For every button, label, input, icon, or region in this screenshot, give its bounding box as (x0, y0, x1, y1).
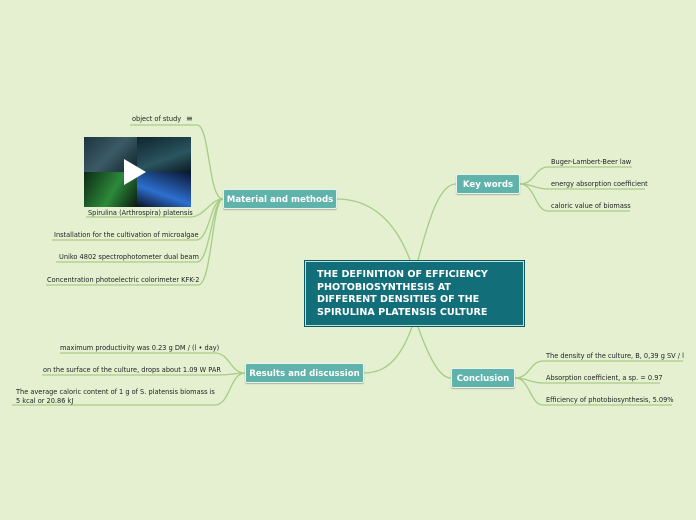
central-title-line-3: DIFFERENT DENSITIES OF THE (317, 294, 480, 306)
central-topic[interactable]: THE DEFINITION OF EFFICIENCY PHOTOBIOSYN… (304, 260, 525, 327)
topic-conclusion[interactable]: Conclusion (451, 368, 515, 388)
topic-material-and-methods[interactable]: Material and methods (223, 189, 337, 209)
leaf-colorimeter[interactable]: Concentration photoelectric colorimeter … (47, 276, 200, 284)
menu-lines-icon[interactable]: ≡ (186, 114, 193, 123)
leaf-absorption-coefficient[interactable]: Absorption coefficient, a sp. = 0.97 (546, 374, 663, 382)
leaf-max-productivity[interactable]: maximum productivity was 0.23 g DM / (l … (60, 344, 220, 352)
video-thumbnail[interactable] (84, 137, 191, 207)
topic-results-and-discussion[interactable]: Results and discussion (245, 363, 364, 383)
central-title-line-1: THE DEFINITION OF EFFICIENCY (317, 269, 488, 280)
central-title-line-2: PHOTOBIOSYNTHESIS AT (317, 281, 451, 293)
topic-key-words[interactable]: Key words (456, 174, 520, 194)
leaf-caloric-content[interactable]: The average caloric content of 1 g of S.… (16, 388, 215, 405)
leaf-energy-absorption[interactable]: energy absorption coefficient (551, 180, 648, 188)
leaf-object-of-study[interactable]: object of study (132, 115, 182, 123)
leaf-surface-drops[interactable]: on the surface of the culture, drops abo… (43, 366, 221, 374)
leaf-efficiency[interactable]: Efficiency of photobiosynthesis, 5.09% (546, 396, 674, 404)
leaf-spirulina[interactable]: Spirulina (Arthrospira) platensis (88, 209, 193, 217)
leaf-culture-density[interactable]: The density of the culture, B, 0,39 g SV… (546, 352, 684, 360)
central-title-line-4: SPIRULINA PLATENSIS CULTURE (317, 306, 488, 318)
leaf-installation[interactable]: Installation for the cultivation of micr… (54, 231, 199, 239)
leaf-spectrophotometer[interactable]: Uniko 4802 spectrophotometer dual beam (59, 253, 199, 261)
leaf-caloric-value[interactable]: caloric value of biomass (551, 202, 631, 210)
play-icon[interactable] (124, 159, 146, 185)
leaf-buger-lambert-beer[interactable]: Buger-Lambert-Beer law (551, 158, 632, 166)
